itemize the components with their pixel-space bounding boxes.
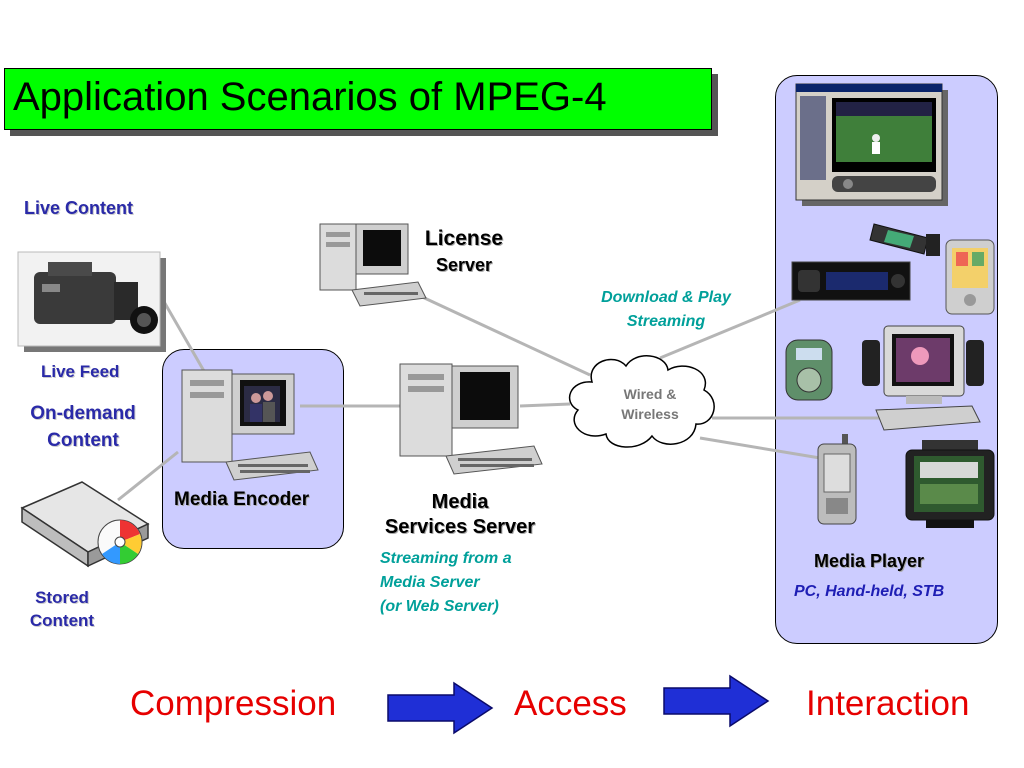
optical-drive-icon — [20, 481, 150, 568]
on-demand-line-1: On-demand — [30, 403, 136, 424]
disc-to-encoder-line — [117, 450, 179, 502]
on-demand-line-2: Content — [47, 430, 119, 451]
handheld-device-icon — [817, 434, 857, 525]
live-content-label: Live Content — [24, 198, 134, 218]
encoder-computer-icon — [181, 369, 319, 481]
portable-player-icon — [785, 339, 833, 401]
tv-set-top-box-icon — [905, 440, 995, 528]
pda-icon — [945, 239, 995, 315]
media-server-icon — [399, 363, 543, 475]
streaming-from-note: Streaming from a Media Server (or Web Se… — [380, 547, 512, 619]
on-demand-label: On-demand Content — [14, 400, 152, 454]
streaming-from-line-1: Streaming from a — [380, 550, 512, 567]
live-feed-label: Live Feed — [41, 362, 120, 381]
wired-wireless-label: Wired & Wireless — [592, 384, 708, 424]
media-services-line-2: Services Server — [384, 516, 536, 538]
cloud-to-player-line — [659, 298, 801, 360]
media-player-devices-note: PC, Hand-held, STB — [794, 583, 945, 600]
media-player-window-icon — [795, 83, 948, 206]
license-to-cloud-line — [417, 293, 591, 377]
camera-to-encoder-line — [161, 299, 210, 379]
cloud-to-stb-line — [699, 436, 821, 460]
media-services-line-1: Media — [431, 491, 489, 513]
download-streaming-note: Download & Play Streaming — [578, 286, 754, 334]
slide-title: Application Scenarios of MPEG-4 — [13, 75, 607, 119]
stored-content-label: Stored Content — [12, 586, 112, 632]
media-player-label: Media Player — [814, 551, 925, 571]
media-encoder-label: Media Encoder — [174, 489, 310, 510]
flow-step-access: Access — [514, 684, 627, 723]
mobile-phone-icon — [869, 223, 940, 256]
stored-line-2: Content — [29, 611, 95, 630]
network-cloud-icon — [568, 355, 715, 448]
title-banner: Application Scenarios of MPEG-4 — [4, 68, 712, 130]
flow-arrow-2-icon — [663, 674, 770, 728]
multimedia-pc-icon — [862, 325, 984, 431]
flow-step-interaction: Interaction — [806, 684, 970, 723]
stored-line-1: Stored — [35, 588, 89, 607]
server-to-cloud-line — [519, 402, 571, 408]
wired-line-2: Wireless — [621, 406, 679, 422]
wired-line-1: Wired & — [623, 386, 677, 402]
license-line-1: License — [424, 227, 504, 250]
license-server-icon — [319, 223, 427, 307]
flow-arrow-1-icon — [387, 681, 494, 735]
download-line-1: Download & Play — [601, 289, 731, 306]
streaming-from-line-2: Media Server — [380, 574, 480, 591]
media-services-label: Media Services Server — [370, 490, 550, 540]
license-server-label: License Server — [416, 225, 512, 279]
video-camera-icon — [17, 251, 166, 352]
car-stereo-icon — [791, 261, 911, 301]
streaming-from-line-3: (or Web Server) — [380, 598, 499, 615]
flow-step-compression: Compression — [130, 684, 337, 723]
license-line-2: Server — [435, 255, 493, 275]
download-line-2: Streaming — [626, 313, 706, 330]
